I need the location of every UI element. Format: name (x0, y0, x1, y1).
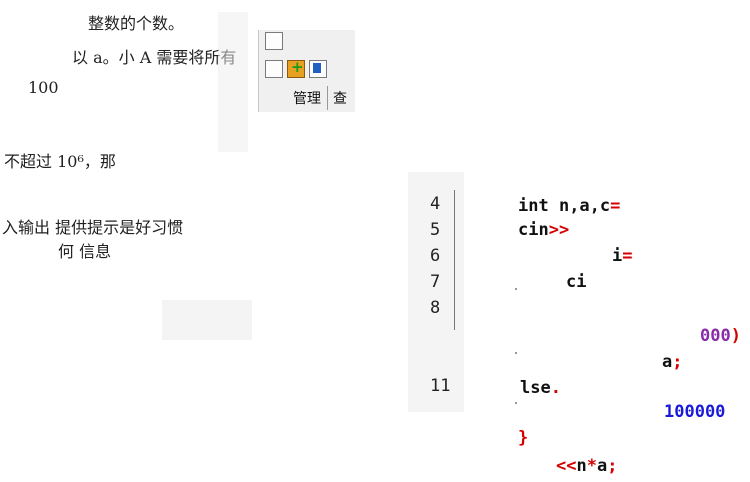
doc-text-line-1: 整数的个数。 (88, 14, 185, 33)
code-token: * (586, 456, 597, 476)
code-line: a; (662, 352, 683, 372)
tab-manage[interactable]: 管理 (293, 91, 321, 107)
blank-page-icon[interactable] (265, 32, 283, 50)
doc-text-line-6: 何 信息 (58, 242, 112, 261)
bookmark-icon[interactable] (309, 60, 327, 78)
code-token: << (556, 456, 577, 476)
code-token: a (662, 352, 673, 372)
code-line: } (518, 428, 528, 448)
code-token: 000 (700, 326, 731, 346)
code-token: a (596, 456, 608, 476)
code-token: >> (548, 220, 570, 240)
code-line: lse. (520, 378, 561, 398)
code-line: ci (566, 272, 586, 292)
doc-text-line-5: 入输出 提供提示是好习惯 (2, 218, 184, 237)
code-token: ) (730, 326, 741, 346)
shadow-artifact (218, 12, 248, 152)
code-token: ci (566, 272, 587, 292)
code-token: i (612, 246, 623, 266)
code-token: = (610, 196, 621, 216)
doc-text-line-2: 以 a。小 A 需要将所有 (72, 48, 237, 67)
doc-text-line-4: 不超过 10⁶，那 (4, 152, 116, 171)
line-number: 5 (430, 220, 441, 240)
add-icon[interactable]: + (287, 58, 305, 78)
line-number: 6 (430, 246, 441, 266)
code-line: i= (612, 246, 633, 266)
tab-view[interactable]: 查 (333, 91, 347, 107)
code-token: = (622, 246, 633, 266)
shadow-artifact (162, 300, 252, 340)
code-token: . (550, 378, 561, 398)
code-token: cin (518, 220, 549, 240)
code-line: cin>> (518, 220, 569, 240)
indent-guide (515, 288, 517, 290)
line-number: 4 (430, 194, 441, 214)
toolbar-fragment: + 管理 查 (258, 30, 355, 112)
indent-guide (515, 402, 517, 404)
gutter-divider (454, 190, 455, 330)
code-token: lse (520, 378, 551, 398)
code-line: 000) (700, 326, 741, 346)
line-number: 8 (430, 298, 441, 318)
code-line: 100000 (664, 402, 725, 422)
doc-text-line-3: 100 (28, 78, 59, 97)
code-token: int (518, 196, 559, 216)
line-number: 7 (430, 272, 441, 292)
code-token: } (518, 428, 529, 448)
code-token: ; (607, 456, 618, 476)
code-line: int n,a,c= (518, 196, 620, 216)
code-token: ; (672, 352, 683, 372)
indent-guide (515, 352, 517, 354)
code-token: 100000 (664, 402, 726, 422)
code-token: n,a,c (558, 196, 611, 216)
line-number: 11 (430, 376, 451, 396)
copy-icon[interactable] (265, 60, 283, 78)
code-line: <<n*a; (556, 456, 617, 476)
code-token: n (576, 456, 587, 476)
